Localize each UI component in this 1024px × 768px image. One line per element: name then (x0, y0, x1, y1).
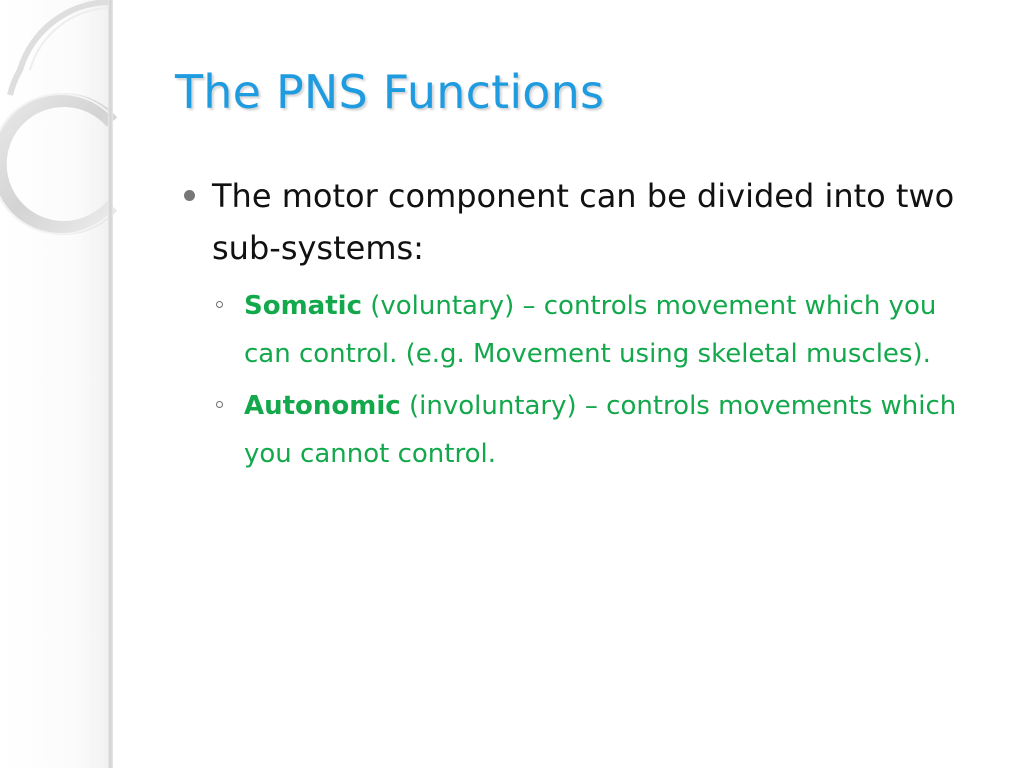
top-arc-inner (29, 7, 111, 71)
sub-bullet-term: Somatic (244, 291, 362, 321)
slide-content: The motor component can be divided into … (182, 170, 982, 482)
sub-bullet-term: Autonomic (244, 391, 401, 421)
top-arc (7, 0, 111, 96)
left-vertical-rule (108, 0, 113, 768)
sub-bullet-item-somatic: Somatic (voluntary) – controls movement … (212, 282, 982, 378)
decorative-rings (0, 0, 118, 235)
hollow-circle-bullet-icon (216, 401, 223, 408)
sub-bullet-list: Somatic (voluntary) – controls movement … (212, 282, 982, 478)
slide-title: The PNS Functions (175, 65, 605, 119)
sub-bullet-text: (involuntary) – controls movements which… (244, 391, 957, 469)
sub-bullet-item-autonomic: Autonomic (involuntary) – controls movem… (212, 382, 982, 478)
bullet-dot-icon (184, 190, 195, 201)
middle-ring-highlight (0, 93, 113, 235)
sub-bullet-text: (voluntary) – controls movement which yo… (244, 291, 937, 369)
bullet-item: The motor component can be divided into … (182, 170, 982, 274)
hollow-circle-bullet-icon (216, 301, 223, 308)
bullet-text: The motor component can be divided into … (212, 177, 955, 267)
middle-ring (0, 93, 118, 235)
